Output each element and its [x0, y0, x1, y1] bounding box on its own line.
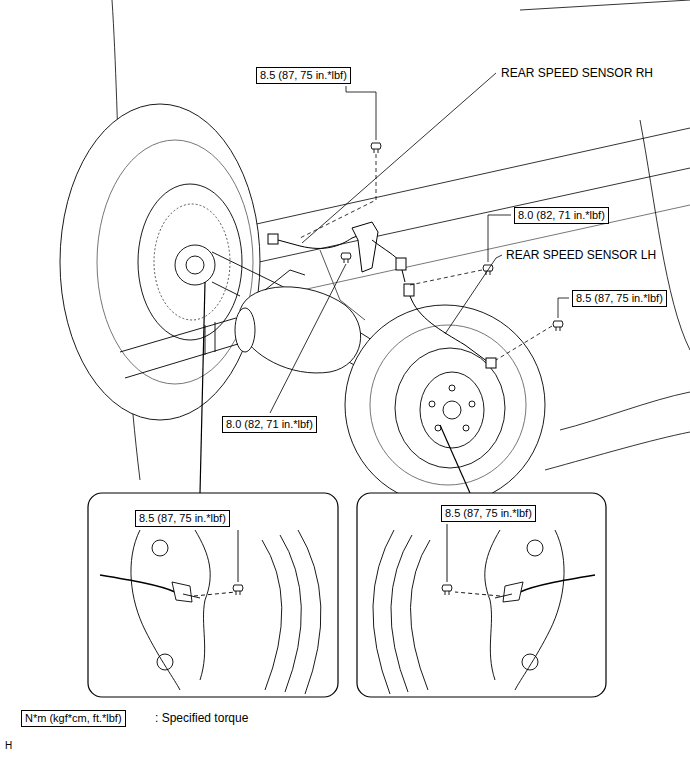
inset-pointer [440, 425, 470, 493]
rotor-arc [410, 540, 430, 690]
install-line [300, 154, 376, 238]
rotor-arc [298, 530, 321, 694]
brake-line [320, 250, 365, 320]
legend-torque-box: N*m (kgf*cm, ft.*lbf) [21, 710, 126, 727]
knuckle [515, 530, 564, 690]
torque-value: 8.5 (87, 75 in.*lbf) [139, 511, 226, 526]
install-line [496, 326, 552, 360]
bolt [371, 143, 381, 153]
bolt [233, 585, 243, 595]
knuckle-boss [522, 654, 538, 670]
torque-value: 8.0 (82, 71 in.*lbf) [226, 417, 313, 432]
leader-line [346, 86, 376, 140]
knuckle-boss [157, 654, 173, 670]
leader-line [270, 264, 346, 413]
bolt [341, 253, 351, 263]
hub-center [443, 401, 461, 419]
sensor-wire [372, 240, 405, 282]
sensor-rh [268, 234, 278, 244]
inset-frame [88, 493, 338, 697]
knuckle [485, 530, 500, 680]
sensor-wire-rh [278, 232, 368, 248]
install-line [455, 592, 500, 596]
leader-line [238, 530, 239, 582]
sensor-lh [486, 358, 496, 368]
torque-box: 8.0 (82, 71 in.*lbf) [222, 416, 317, 433]
propeller-shaft [120, 318, 238, 378]
rotor-arc [280, 535, 301, 692]
bolt [553, 321, 563, 331]
knuckle [195, 530, 210, 680]
legend-text: : Specified torque [154, 711, 249, 725]
part-name: REAR SPEED SENSOR LH [505, 248, 657, 262]
torque-box: 8.5 (87, 75 in.*lbf) [256, 67, 351, 84]
torque-box: 8.5 (87, 75 in.*lbf) [441, 505, 536, 522]
hub [175, 245, 215, 285]
differential-flange [235, 308, 255, 352]
part-leader [302, 73, 496, 243]
torque-value: 8.0 (82, 71 in.*lbf) [518, 208, 605, 223]
inset-frame [357, 493, 606, 697]
body-line [640, 120, 690, 350]
install-line [194, 592, 236, 596]
torque-box: 8.0 (82, 71 in.*lbf) [514, 207, 609, 224]
speed-sensor [503, 582, 523, 602]
tire [60, 104, 260, 420]
page-marker: H [4, 740, 13, 751]
body-line [545, 432, 690, 470]
connector [404, 284, 414, 296]
torque-value: 8.5 (87, 75 in.*lbf) [260, 68, 347, 83]
shaft-joint [205, 322, 215, 355]
lug [429, 401, 435, 407]
part-leader [445, 255, 502, 334]
knuckle-boss [152, 540, 168, 556]
body-line [560, 392, 690, 430]
speed-sensor [172, 582, 192, 602]
left-wheel [60, 104, 260, 420]
sensor-wire [100, 575, 175, 592]
inset-pointer [200, 282, 205, 493]
part-name: REAR SPEED SENSOR RH [500, 66, 654, 80]
leader-line [447, 524, 448, 582]
lug [463, 425, 469, 431]
sensor-wire [520, 575, 595, 592]
right-wheel [345, 305, 545, 505]
rotor-arc [262, 540, 282, 690]
torque-value: N*m (kgf*cm, ft.*lbf) [25, 711, 122, 726]
knuckle [131, 530, 180, 690]
tire [345, 305, 545, 505]
sensor-wire-lh [410, 296, 488, 362]
torque-box: 8.5 (87, 75 in.*lbf) [572, 290, 667, 307]
backing-plate-rim [154, 204, 230, 320]
torque-value: 8.5 (87, 75 in.*lbf) [576, 291, 663, 306]
lug [469, 401, 475, 407]
lug [449, 385, 455, 391]
inset-right [357, 493, 606, 697]
axle-bracket [265, 270, 305, 290]
knuckle-boss [527, 540, 543, 556]
tire-wall [370, 325, 526, 485]
bolts-and-leaders [200, 73, 569, 493]
backing-plate [138, 184, 242, 340]
drum-face [420, 372, 484, 448]
connector [396, 258, 406, 270]
torque-box: 8.5 (87, 75 in.*lbf) [135, 510, 230, 527]
hub-center [186, 256, 204, 274]
rotor-arc [373, 530, 394, 694]
brake-drum [395, 348, 505, 468]
rotor-arc [391, 535, 412, 692]
install-line [410, 270, 482, 285]
speed-sensor-wiring [268, 222, 496, 368]
bolt [442, 585, 452, 595]
body-line [520, 0, 690, 10]
tire-wall [97, 140, 253, 384]
inset-left [88, 493, 338, 697]
leader-line [558, 298, 569, 318]
differential [240, 287, 361, 373]
wire-bracket [352, 222, 378, 272]
torque-value: 8.5 (87, 75 in.*lbf) [445, 506, 532, 521]
